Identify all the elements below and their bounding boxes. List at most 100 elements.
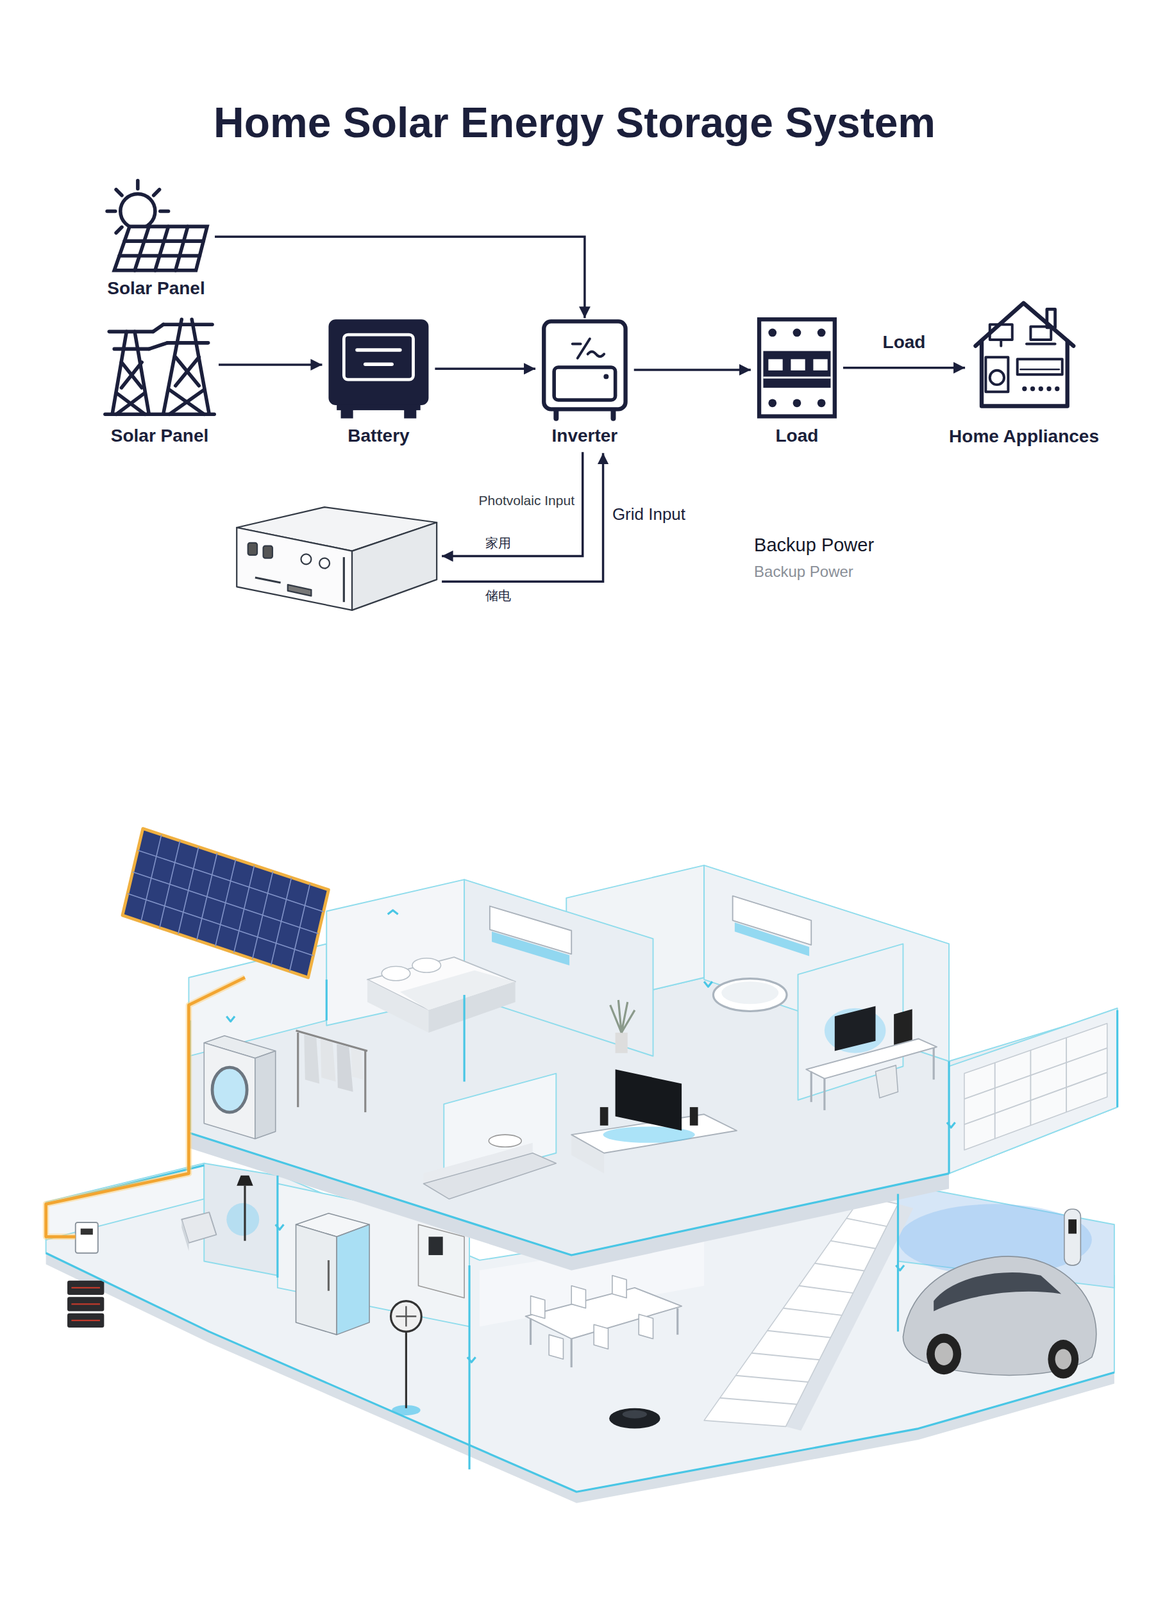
pylon-icon — [167, 341, 209, 345]
house-illustration — [463, 995, 466, 1082]
icon-node: Solar Panel — [107, 313, 213, 417]
battery-rack — [300, 553, 311, 565]
house-illustration — [71, 1320, 101, 1322]
solar-sun-icon — [116, 189, 122, 196]
house-illustration — [46, 1253, 1115, 1504]
house-illustration — [615, 1069, 682, 1132]
house-icon — [1026, 342, 1056, 345]
battery-icon — [357, 348, 401, 353]
house-icon — [975, 303, 1074, 347]
house-illustration — [846, 1218, 887, 1227]
house-illustration — [712, 979, 787, 1012]
house-illustration — [926, 1334, 962, 1376]
house-illustration — [1116, 1010, 1119, 1108]
battery-icon — [328, 319, 429, 406]
house-illustration — [327, 1260, 330, 1292]
annotation-label: 储电 — [485, 587, 512, 604]
house-icon — [1022, 387, 1027, 392]
house-illustration — [181, 1219, 189, 1251]
inverter-icon — [543, 321, 626, 410]
pylon-icon — [105, 412, 215, 417]
house-illustration — [751, 1353, 820, 1361]
house-illustration — [704, 865, 949, 1062]
house-icon — [1047, 387, 1051, 392]
caption-box: Load — [775, 425, 819, 447]
house-illustration — [638, 1314, 653, 1339]
house-illustration — [412, 958, 442, 973]
flow-arrow — [214, 236, 585, 319]
house-illustration — [798, 1286, 853, 1294]
house-illustration — [902, 1256, 1096, 1376]
caption-box: Inverter — [552, 425, 619, 447]
house-illustration — [805, 1038, 937, 1079]
house-illustration — [400, 970, 516, 1011]
house-illustration — [336, 1224, 370, 1335]
house-illustration — [236, 1175, 253, 1187]
solar-sun-icon — [155, 226, 169, 270]
house-illustration — [814, 1263, 865, 1272]
house-icon — [989, 370, 1005, 385]
house-illustration — [46, 1253, 1115, 1493]
house-illustration — [67, 1281, 104, 1296]
icon-node: Inverter — [541, 319, 628, 421]
house-illustration — [405, 1306, 407, 1328]
breaker-icon — [763, 351, 831, 388]
annotation-label: Backup Power — [754, 533, 874, 556]
breaker-icon — [768, 359, 783, 371]
battery-rack — [343, 557, 345, 603]
pylon-icon — [169, 389, 204, 415]
house-illustration — [964, 1023, 1108, 1151]
house-illustration — [188, 1132, 949, 1256]
house-illustration — [132, 872, 319, 934]
house-illustration — [782, 1308, 842, 1316]
house-illustration — [823, 1079, 826, 1111]
battery-rack — [236, 527, 353, 611]
house-illustration — [468, 1265, 470, 1470]
annotation-label: 家用 — [485, 535, 512, 551]
icon-node: Home Appliances — [971, 300, 1077, 408]
inverter-icon — [603, 373, 609, 379]
solar-sun-icon — [116, 226, 122, 233]
node-label: Battery — [347, 425, 410, 447]
house-illustration — [226, 910, 955, 1363]
solar-sun-icon — [134, 226, 149, 270]
house-illustration — [137, 850, 324, 912]
house-illustration — [364, 1051, 367, 1114]
node-label: Home Appliances — [948, 425, 1099, 448]
pylon-icon — [121, 362, 142, 388]
solar-sun-icon — [153, 189, 160, 196]
house-icon — [1055, 387, 1060, 392]
pylon-icon — [105, 319, 215, 415]
house-icon — [989, 324, 1013, 340]
house-illustration — [296, 1224, 338, 1335]
house-illustration — [609, 1408, 661, 1430]
inverter-icon — [543, 321, 626, 419]
inverter-icon — [572, 342, 581, 345]
house-illustration — [615, 1032, 628, 1054]
house-illustration — [67, 1297, 104, 1312]
annotation-label: Photvolaic Input — [478, 491, 575, 508]
node-label: Load — [775, 425, 819, 447]
house-illustration — [934, 1343, 954, 1366]
house-icon — [1017, 359, 1063, 375]
breaker-icon — [813, 359, 828, 371]
breaker-icon — [768, 328, 777, 338]
house-illustration — [418, 1224, 465, 1299]
house-illustration — [622, 1410, 647, 1419]
battery-rack — [255, 577, 281, 583]
house-illustration — [1068, 1219, 1077, 1234]
house-illustration — [529, 1318, 532, 1346]
house-illustration — [1065, 1038, 1067, 1113]
house-illustration — [488, 1134, 522, 1148]
battery-icon — [365, 362, 392, 367]
annotation-label: Grid Input — [612, 504, 686, 525]
flow-arrow — [218, 363, 322, 367]
house-illustration — [570, 1338, 573, 1368]
label-box: Grid Input — [612, 504, 686, 525]
edge-label: Load — [882, 331, 926, 354]
label-box: Backup Power — [754, 533, 874, 556]
label-box: 储电 — [485, 587, 512, 604]
house-icon — [985, 357, 1008, 392]
icon-node: Battery — [328, 319, 429, 419]
solar-sun-icon — [160, 209, 169, 214]
